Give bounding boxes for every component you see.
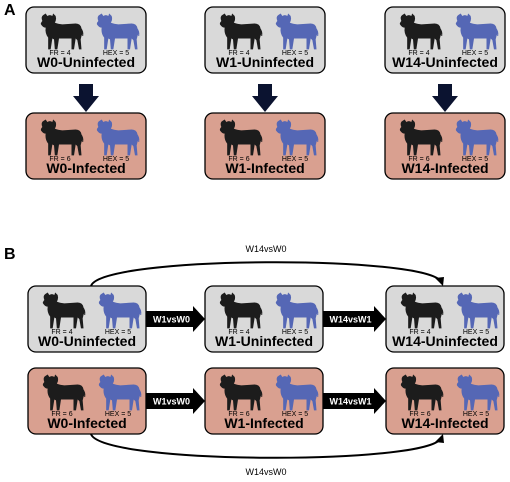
hex-count: HEX = 5 (282, 411, 308, 418)
down-arrow-icon (73, 84, 99, 112)
panel-b-box-w1-infected: FR = 6 HEX = 5W1-Infected (204, 367, 324, 435)
panel-a-box-w1-infected: FR = 6 HEX = 5W1-Infected (204, 112, 326, 180)
fr-count: FR = 6 (51, 411, 72, 418)
right-arrow-icon (146, 306, 205, 332)
group-title: W1-Uninfected (215, 333, 313, 349)
fr-count: FR = 4 (228, 50, 249, 57)
hex-count: HEX = 5 (282, 329, 308, 336)
hex-count: HEX = 5 (462, 156, 488, 163)
fr-count: FR = 6 (409, 411, 430, 418)
group-title: W0-Infected (46, 160, 125, 176)
group-title: W0-Uninfected (38, 333, 136, 349)
hex-count: HEX = 5 (103, 156, 129, 163)
right-arrow-icon (323, 388, 386, 414)
top-comparison-curve (90, 261, 442, 287)
fr-count: FR = 6 (408, 156, 429, 163)
fr-count: FR = 6 (49, 156, 70, 163)
comparison-label: W14vsW1 (329, 397, 371, 407)
group-title: W14-Uninfected (392, 333, 498, 349)
comparison-label: W1vsW0 (153, 315, 190, 325)
group-title: W14-Uninfected (392, 54, 498, 70)
fr-count: FR = 4 (409, 329, 430, 336)
right-arrow-icon (323, 306, 386, 332)
group-title: W1-Uninfected (216, 54, 314, 70)
bottom-curve-label: W14vsW0 (245, 467, 286, 477)
down-arrow-icon (432, 84, 458, 112)
fr-count: FR = 4 (49, 50, 70, 57)
hex-count: HEX = 5 (463, 411, 489, 418)
comparison-label: W14vsW1 (329, 315, 371, 325)
hex-count: HEX = 5 (105, 411, 131, 418)
fr-count: FR = 4 (51, 329, 72, 336)
hex-count: HEX = 5 (463, 329, 489, 336)
fr-count: FR = 6 (228, 411, 249, 418)
down-arrow-icon (252, 84, 278, 112)
top-curve-label: W14vsW0 (245, 244, 286, 254)
hex-count: HEX = 5 (282, 156, 308, 163)
group-title: W1-Infected (224, 415, 303, 431)
group-title: W14-Infected (401, 415, 488, 431)
panel-b-label: B (4, 246, 16, 263)
group-title: W1-Infected (225, 160, 304, 176)
panel-b-box-w1-uninfected: FR = 4 HEX = 5W1-Uninfected (204, 285, 324, 353)
panel-a-box-w1-uninfected: FR = 4 HEX = 5W1-Uninfected (204, 6, 326, 74)
group-title: W0-Uninfected (37, 54, 135, 70)
group-title: W14-Infected (401, 160, 488, 176)
group-title: W0-Infected (47, 415, 126, 431)
right-arrow-icon (146, 388, 205, 414)
panel-b-box-w0-infected: FR = 6 HEX = 5W0-Infected (27, 367, 147, 435)
fr-count: FR = 4 (408, 50, 429, 57)
hex-count: HEX = 5 (105, 329, 131, 336)
fr-count: FR = 6 (228, 156, 249, 163)
hex-count: HEX = 5 (103, 50, 129, 57)
curve-arrowhead-icon (435, 434, 444, 443)
panel-a-label: A (4, 2, 16, 19)
fr-count: FR = 4 (228, 329, 249, 336)
bottom-comparison-curve (90, 433, 442, 459)
panel-b-box-w0-uninfected: FR = 4 HEX = 5W0-Uninfected (27, 285, 147, 353)
panel-a-box-w0-uninfected: FR = 4 HEX = 5W0-Uninfected (25, 6, 147, 74)
panel-a-box-w0-infected: FR = 6 HEX = 5W0-Infected (25, 112, 147, 180)
hex-count: HEX = 5 (282, 50, 308, 57)
comparison-label: W1vsW0 (153, 397, 190, 407)
hex-count: HEX = 5 (462, 50, 488, 57)
curve-arrowhead-icon (435, 277, 444, 286)
